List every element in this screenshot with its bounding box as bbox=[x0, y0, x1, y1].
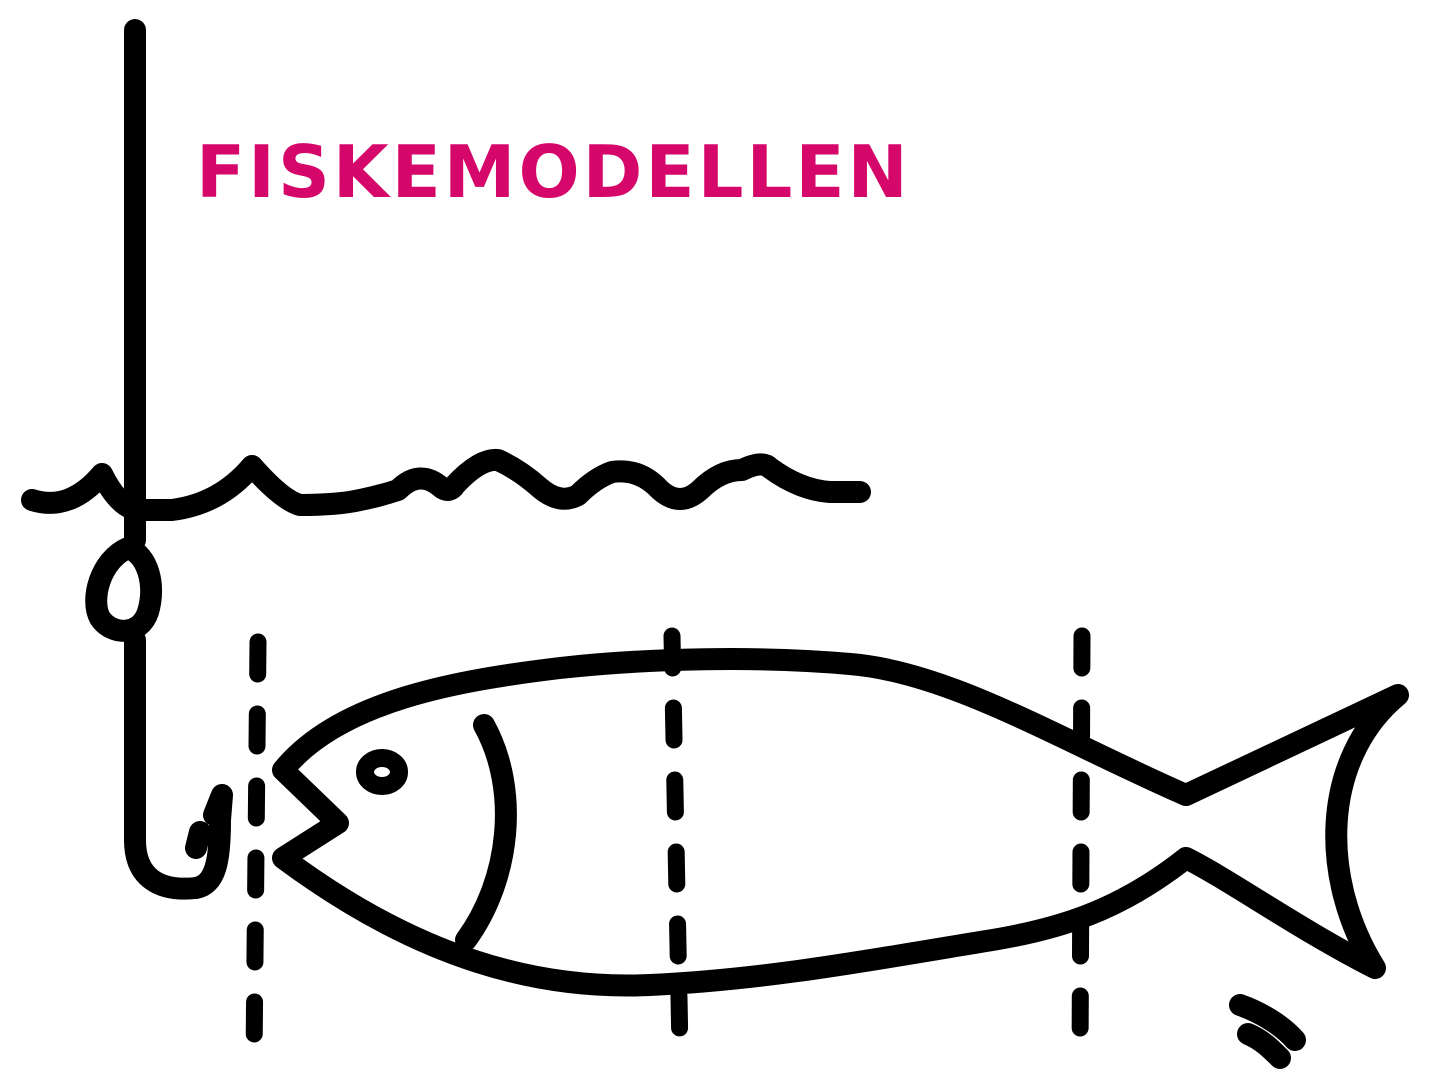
water-waves bbox=[32, 460, 860, 510]
fish-eye bbox=[365, 758, 399, 786]
gill-line bbox=[466, 725, 506, 940]
hook-eye bbox=[96, 548, 151, 631]
division-line-tail bbox=[1080, 636, 1082, 1060]
hook bbox=[135, 640, 222, 889]
division-line-head bbox=[254, 642, 258, 1060]
page-title: FISKEMODELLEN bbox=[196, 136, 911, 208]
motion-marks bbox=[1240, 1005, 1295, 1058]
fish bbox=[283, 659, 1398, 985]
